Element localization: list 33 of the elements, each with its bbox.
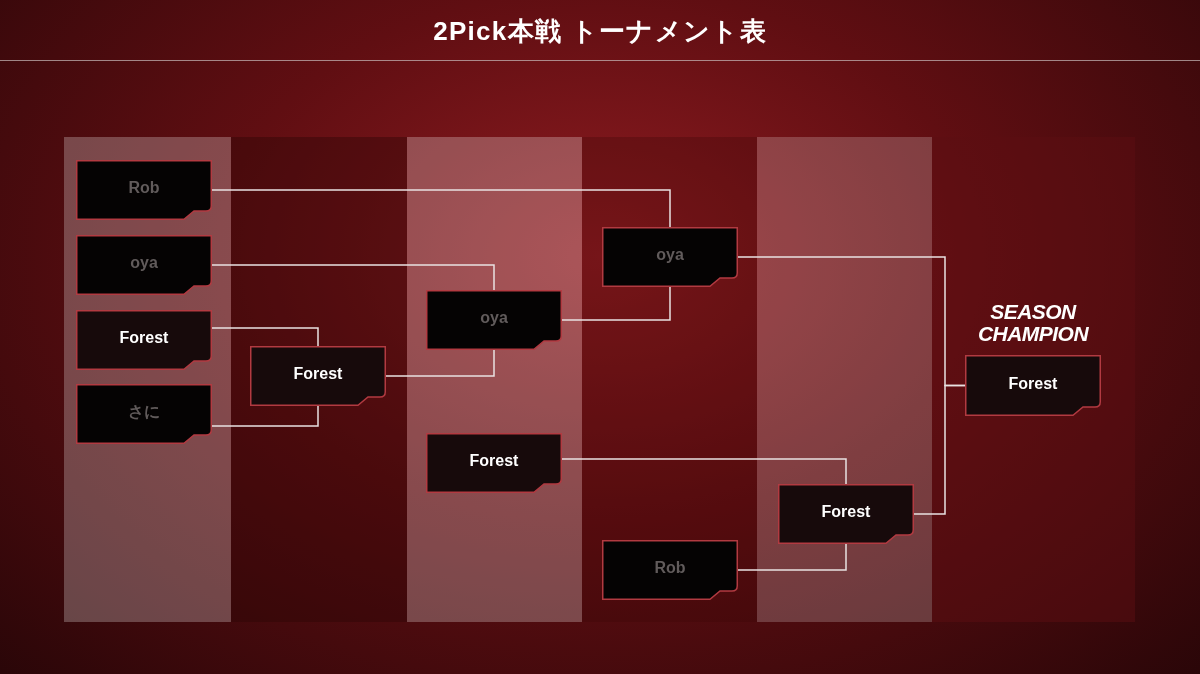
node-heading: SEASON CHAMPION [976, 301, 1090, 345]
player-name: Rob [128, 178, 160, 198]
bracket-line [211, 189, 671, 228]
player-name: Forest [469, 451, 519, 471]
bracket-line [211, 405, 319, 427]
player-name: Forest [293, 364, 343, 384]
bracket-line [561, 286, 671, 321]
bracket-line [211, 327, 319, 347]
player-box [602, 227, 738, 287]
player-name: oya [130, 253, 158, 273]
player-box [426, 290, 562, 350]
player-name: oya [480, 308, 508, 328]
player-name: Forest [119, 328, 169, 348]
bracket-line [913, 384, 966, 515]
player-name: Forest [821, 502, 871, 522]
player-box [76, 384, 212, 444]
player-box [602, 540, 738, 600]
bracket-line [737, 543, 847, 571]
player-name: Rob [654, 558, 686, 578]
player-box [778, 484, 914, 544]
player-box [250, 346, 386, 406]
player-box [76, 310, 212, 370]
bracket-line [211, 264, 495, 291]
player-box [76, 160, 212, 220]
player-name: Forest [1008, 373, 1058, 394]
player-box [965, 355, 1101, 416]
player-name: さに [128, 402, 160, 422]
player-box [426, 433, 562, 493]
bracket-line [385, 349, 495, 377]
title: 2Pick本戦 トーナメント表 [433, 15, 767, 48]
player-box [76, 235, 212, 295]
bracket-line [561, 458, 847, 485]
player-name: oya [656, 245, 684, 265]
